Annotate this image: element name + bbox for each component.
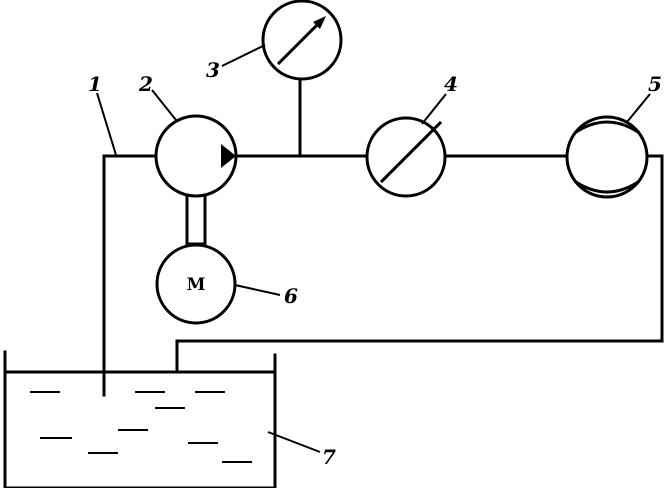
gauge-arrow-head bbox=[313, 16, 326, 29]
label-reservoir: 7 bbox=[322, 445, 336, 469]
return-line bbox=[175, 154, 664, 374]
pressure-line bbox=[234, 78, 570, 158]
pressure-gauge bbox=[261, 0, 343, 81]
label-pressure-gauge: 3 bbox=[206, 58, 220, 82]
leader-lines bbox=[96, 44, 651, 453]
pump bbox=[154, 114, 238, 198]
label-throttle: 5 bbox=[648, 72, 662, 96]
suction-line bbox=[102, 154, 159, 397]
fluid-surface-dashes bbox=[30, 391, 252, 463]
label-pump: 2 bbox=[138, 72, 153, 96]
throttle bbox=[565, 115, 649, 199]
reservoir-tank bbox=[3, 350, 277, 488]
pump-motor-shaft bbox=[185, 190, 207, 246]
label-flowmeter: 4 bbox=[444, 72, 458, 96]
motor: M bbox=[155, 243, 237, 325]
component-labels: 1 2 3 4 5 6 7 bbox=[88, 58, 662, 469]
pump-direction-triangle bbox=[221, 144, 236, 168]
label-motor: 6 bbox=[284, 284, 298, 308]
motor-symbol: M bbox=[187, 275, 206, 295]
label-suction-line: 1 bbox=[88, 72, 102, 96]
flowmeter bbox=[365, 116, 447, 198]
